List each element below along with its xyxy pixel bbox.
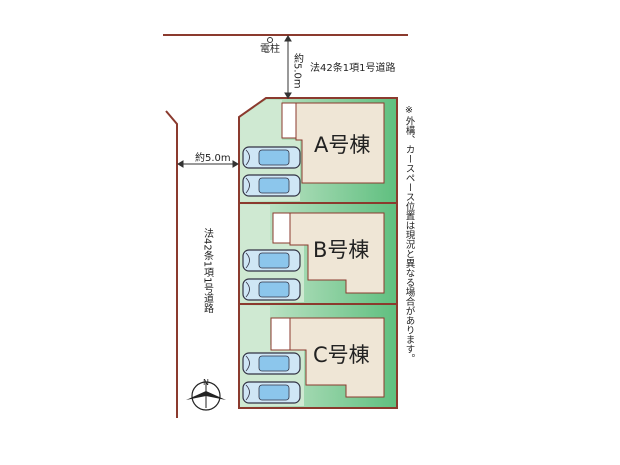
- building-a: A号棟: [281, 102, 385, 184]
- building-b: B号棟: [272, 212, 385, 294]
- car-icon: [242, 278, 301, 301]
- pole-label: 電柱: [260, 42, 280, 55]
- building-a-label: A号棟: [314, 133, 370, 157]
- left-road-width: 約5.0m: [195, 151, 231, 164]
- car-icon: [242, 146, 301, 169]
- dimension-arrow-left: [177, 160, 239, 168]
- svg-text:N: N: [203, 378, 209, 387]
- disclaimer-note: ※外構、カースペース位置は現況と異なる場合があります。: [404, 105, 416, 363]
- north-compass-icon: N: [186, 378, 226, 411]
- left-road-edge: [165, 110, 178, 418]
- top-road-width: 約5.0m: [292, 52, 304, 89]
- car-icon: [242, 249, 301, 272]
- car-icon: [242, 352, 301, 375]
- left-road-label: 法42条1項1号道路: [202, 227, 214, 314]
- top-road-label: 法42条1項1号道路: [310, 61, 395, 74]
- dimension-arrow-top: [284, 35, 292, 99]
- car-icon: [242, 381, 301, 404]
- utility-pole-icon: [267, 37, 273, 43]
- car-icon: [242, 174, 301, 197]
- building-b-label: B号棟: [313, 238, 369, 262]
- building-c-label: C号棟: [313, 343, 370, 367]
- building-c: C号棟: [270, 317, 385, 398]
